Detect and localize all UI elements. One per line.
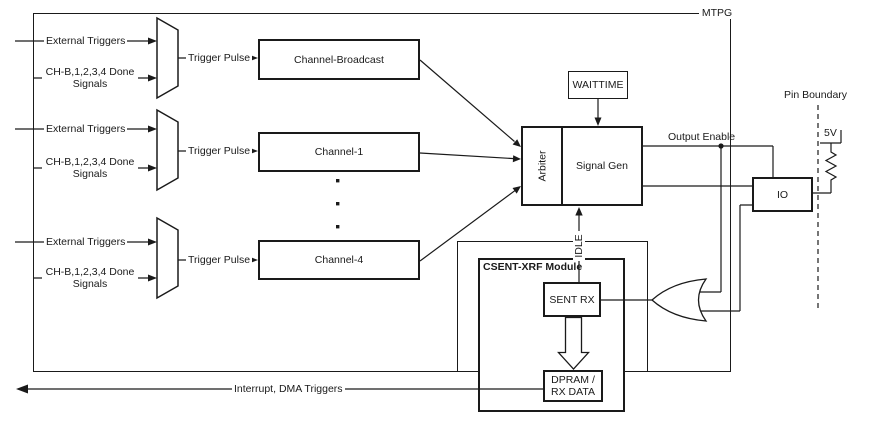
- ext-triggers-label-2: External Triggers: [44, 123, 128, 135]
- done-signals-label-3: CH-B,1,2,3,4 Done Signals: [42, 266, 138, 290]
- trigger-pulse-label-2: Trigger Pulse: [186, 145, 253, 157]
- trigger-pulse-label-1: Trigger Pulse: [186, 52, 253, 64]
- done-signals-label-2: CH-B,1,2,3,4 Done Signals: [42, 156, 138, 180]
- waittime-label: WAITTIME: [572, 79, 624, 91]
- signal-gen-section: Signal Gen: [563, 128, 641, 204]
- arbiter-signalgen-box: Arbiter Signal Gen: [521, 126, 643, 206]
- mtpg-title: MTPG: [699, 7, 735, 19]
- dpram-box: DPRAM / RX DATA: [543, 370, 603, 402]
- mtpg-boundary-box: [33, 13, 731, 372]
- waittime-box: WAITTIME: [568, 71, 628, 99]
- sent-rx-box: SENT RX: [543, 282, 601, 317]
- io-label: IO: [776, 188, 789, 201]
- io-box: IO: [752, 177, 813, 212]
- arbiter-label: Arbiter: [536, 150, 548, 182]
- channel-broadcast-label: Channel-Broadcast: [294, 53, 384, 66]
- channel-4-box: Channel-4: [258, 240, 420, 280]
- supply-5v-label: 5V: [824, 127, 837, 139]
- signal-gen-label: Signal Gen: [576, 160, 628, 172]
- dpram-label: DPRAM / RX DATA: [551, 374, 595, 398]
- trigger-pulse-label-3: Trigger Pulse: [186, 254, 253, 266]
- csent-xrf-module-label: CSENT-XRF Module: [483, 261, 583, 273]
- output-enable-label: Output Enable: [668, 131, 736, 143]
- interrupt-dma-label: Interrupt, DMA Triggers: [232, 383, 345, 395]
- pullup-resistor: [824, 143, 838, 193]
- arbiter-section: Arbiter: [523, 128, 563, 204]
- inner-routing-box: [457, 241, 648, 371]
- idle-label: IDLE: [573, 231, 585, 261]
- channel-broadcast-box: Channel-Broadcast: [258, 39, 420, 80]
- ext-triggers-label-3: External Triggers: [44, 236, 128, 248]
- sent-rx-label: SENT RX: [549, 293, 595, 306]
- channel-1-label: Channel-1: [314, 146, 364, 158]
- done-signals-label-1: CH-B,1,2,3,4 Done Signals: [42, 66, 138, 90]
- ext-triggers-label-1: External Triggers: [44, 35, 128, 47]
- channel-1-box: Channel-1: [258, 132, 420, 172]
- channel-4-label: Channel-4: [314, 254, 364, 266]
- pin-boundary-label: Pin Boundary: [784, 89, 848, 101]
